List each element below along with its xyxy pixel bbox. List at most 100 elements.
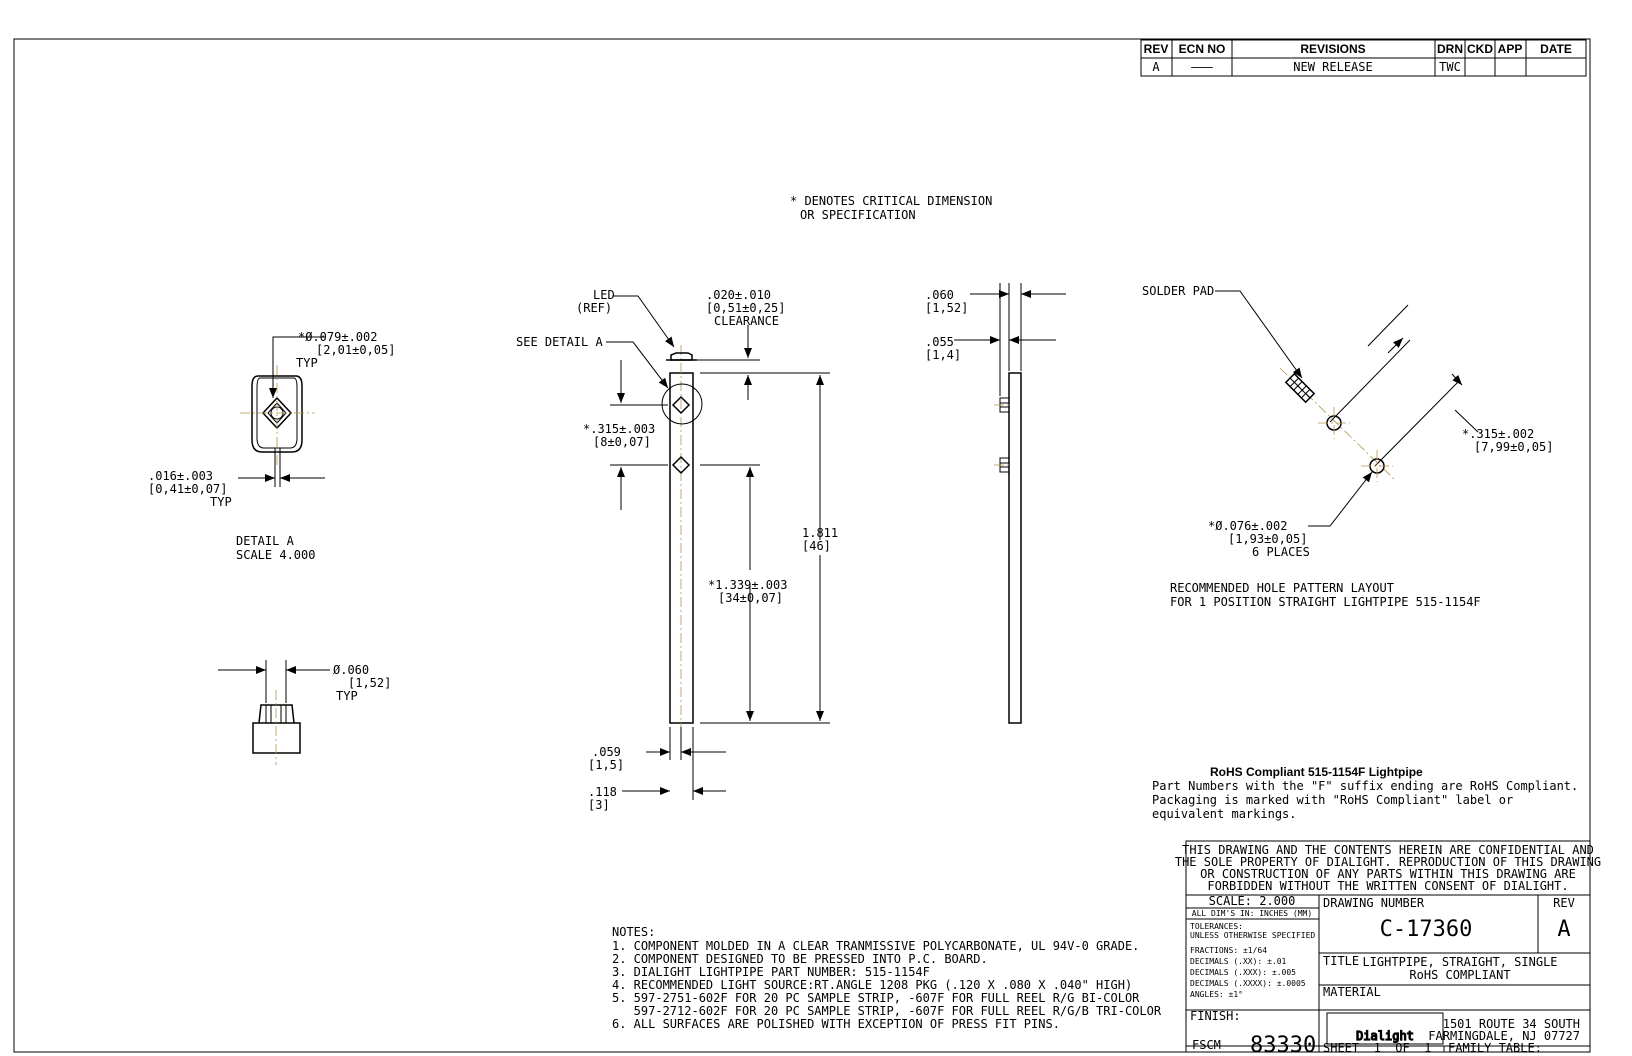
revision-description: NEW RELEASE [1293,60,1372,74]
rohs-body-line3: equivalent markings. [1152,807,1297,821]
tolerance-fractions: FRACTIONS: ±1/64 [1190,946,1267,955]
drawing-number-label: DRAWING NUMBER [1323,896,1425,910]
rohs-title: RoHS Compliant 515-1154F Lightpipe [1210,765,1423,779]
address-line2: FARMINGDALE, NJ 07727 [1428,1029,1580,1043]
finish-label: FINISH: [1190,1009,1241,1023]
critical-note-line1: * DENOTES CRITICAL DIMENSION [790,194,992,208]
detail-a-scale: SCALE 4.000 [236,548,315,562]
pin-dim: Ø.060 [333,663,369,677]
hole-dim-076-metric: [1,93±0,05] [1228,532,1307,546]
note-3: 3. DIALIGHT LIGHTPIPE PART NUMBER: 515-1… [612,965,930,979]
drn-header: DRN [1437,42,1463,56]
confidential-line1: THIS DRAWING AND THE CONTENTS HEREIN ARE… [1182,843,1594,857]
fscm-label: FSCM [1192,1038,1221,1052]
confidential-line3: OR CONSTRUCTION OF ANY PARTS WITHIN THIS… [1200,867,1576,881]
side-dim-055: .055 [925,335,954,349]
front-view-lightpipe [606,295,830,800]
title-line2: RoHS COMPLIANT [1409,968,1510,982]
note-6: 6. ALL SURFACES ARE POLISHED WITH EXCEPT… [612,1017,1060,1031]
detail-a-label: DETAIL A [236,534,295,548]
tolerance-xx: DECIMALS (.XX): ±.01 [1190,957,1287,966]
rohs-body-line2: Packaging is marked with "RoHS Compliant… [1152,793,1513,807]
front-dim-118: .118 [588,785,617,799]
detail-a-slot-dim-metric: [0,41±0,07] [148,482,227,496]
side-dim-060-metric: [1,52] [925,301,968,315]
led-ref-label: (REF) [576,301,612,315]
confidential-line4: FORBIDDEN WITHOUT THE WRITTEN CONSENT OF… [1207,879,1568,893]
detail-a-view [238,336,325,487]
notes-block: NOTES: 1. COMPONENT MOLDED IN A CLEAR TR… [612,925,1162,1031]
front-dim-1811-metric: [46] [802,539,831,553]
title-line1: LIGHTPIPE, STRAIGHT, SINGLE [1362,955,1557,969]
hole-pattern-caption-line2: FOR 1 POSITION STRAIGHT LIGHTPIPE 515-11… [1170,595,1481,609]
solder-pad-label: SOLDER PAD [1142,284,1214,298]
pin-view [218,660,330,765]
hole-dim-076: *Ø.076±.002 [1208,519,1287,533]
ckd-header: CKD [1467,42,1493,56]
hole-pattern-caption-line1: RECOMMENDED HOLE PATTERN LAYOUT [1170,581,1394,595]
rohs-body-line1: Part Numbers with the "F" suffix ending … [1152,779,1578,793]
tolerance-xxx: DECIMALS (.XXX): ±.005 [1190,968,1296,977]
title-block [1185,840,1591,1053]
front-dim-315-metric: [8±0,07] [593,435,651,449]
side-dim-060: .060 [925,288,954,302]
units-value: ALL DIM'S IN: INCHES (MM) [1192,909,1312,918]
dialight-logo: Dialight [1326,1012,1444,1045]
front-dim-1339: *1.339±.003 [708,578,787,592]
side-view-lightpipe [954,283,1066,724]
note-5: 5. 597-2751-602F FOR 20 PC SAMPLE STRIP,… [612,991,1140,1005]
scale-value: SCALE: 2.000 [1209,894,1296,908]
tolerances-unless: UNLESS OTHERWISE SPECIFIED [1190,931,1315,940]
see-detail-a: SEE DETAIL A [516,335,603,349]
pin-dim-metric: [1,52] [348,676,391,690]
logo-text: Dialight [1356,1029,1414,1043]
revisions-header: REVISIONS [1300,42,1365,56]
confidential-line2: THE SOLE PROPERTY OF DIALIGHT. REPRODUCT… [1175,855,1601,869]
tolerance-xxxx: DECIMALS (.XXXX): ±.0005 [1190,979,1306,988]
hole-dim-315-metric: [7,99±0,05] [1474,440,1553,454]
detail-a-hole-dim: *Ø.079±.002 [298,330,377,344]
clearance-dim: .020±.010 [706,288,771,302]
note-5b: 597-2712-602F FOR 20 PC SAMPLE STRIP, -6… [612,1004,1162,1018]
hole-dim-076-places: 6 PLACES [1252,545,1310,559]
rev-label: REV [1553,896,1575,910]
hole-dim-315: *.315±.002 [1462,427,1534,441]
detail-a-slot-typ: TYP [210,495,232,509]
sheet-border [13,38,1591,1053]
sheet-count: SHEET 1 OF 1 [1323,1041,1431,1055]
led-label: LED [593,288,615,302]
front-dim-1811: 1.811 [802,526,838,540]
family-table-label: FAMILY TABLE: [1448,1041,1542,1055]
detail-a-hole-dim-metric: [2,01±0,05] [316,343,395,357]
front-dim-118-metric: [3] [588,798,610,812]
date-header: DATE [1540,42,1572,56]
ecn-value: ——— [1191,60,1213,74]
rev-value-title: A [1557,917,1570,942]
front-dim-315: *.315±.003 [583,422,655,436]
material-label: MATERIAL [1323,985,1381,999]
detail-a-hole-typ: TYP [296,356,318,370]
notes-header: NOTES: [612,925,655,939]
rev-header: REV [1144,42,1169,56]
note-2: 2. COMPONENT DESIGNED TO BE PRESSED INTO… [612,952,988,966]
clearance-dim-metric: [0,51±0,25] [706,301,785,315]
pin-dim-typ: TYP [336,689,358,703]
note-4: 4. RECOMMENDED LIGHT SOURCE:RT.ANGLE 120… [612,978,1132,992]
detail-a-slot-dim: .016±.003 [148,469,213,483]
tolerance-angles: ANGLES: ±1° [1190,990,1243,999]
tolerances-label: TOLERANCES: [1190,922,1243,931]
note-1: 1. COMPONENT MOLDED IN A CLEAR TRANMISSI… [612,939,1139,953]
ecn-header: ECN NO [1179,42,1226,56]
side-dim-055-metric: [1,4] [925,348,961,362]
title-label: TITLE [1323,954,1359,968]
front-dim-059: .059 [592,745,621,759]
revision-block: REV ECN NO REVISIONS DRN CKD APP DATE A … [1140,39,1587,77]
address-line1: 1501 ROUTE 34 SOUTH [1443,1017,1580,1031]
clearance-label: CLEARANCE [714,314,779,328]
fscm-value: 83330 [1250,1033,1316,1056]
critical-note-line2: OR SPECIFICATION [800,208,916,222]
drn-value: TWC [1439,60,1461,74]
app-header: APP [1498,42,1523,56]
hole-pattern-layout [1215,290,1479,527]
